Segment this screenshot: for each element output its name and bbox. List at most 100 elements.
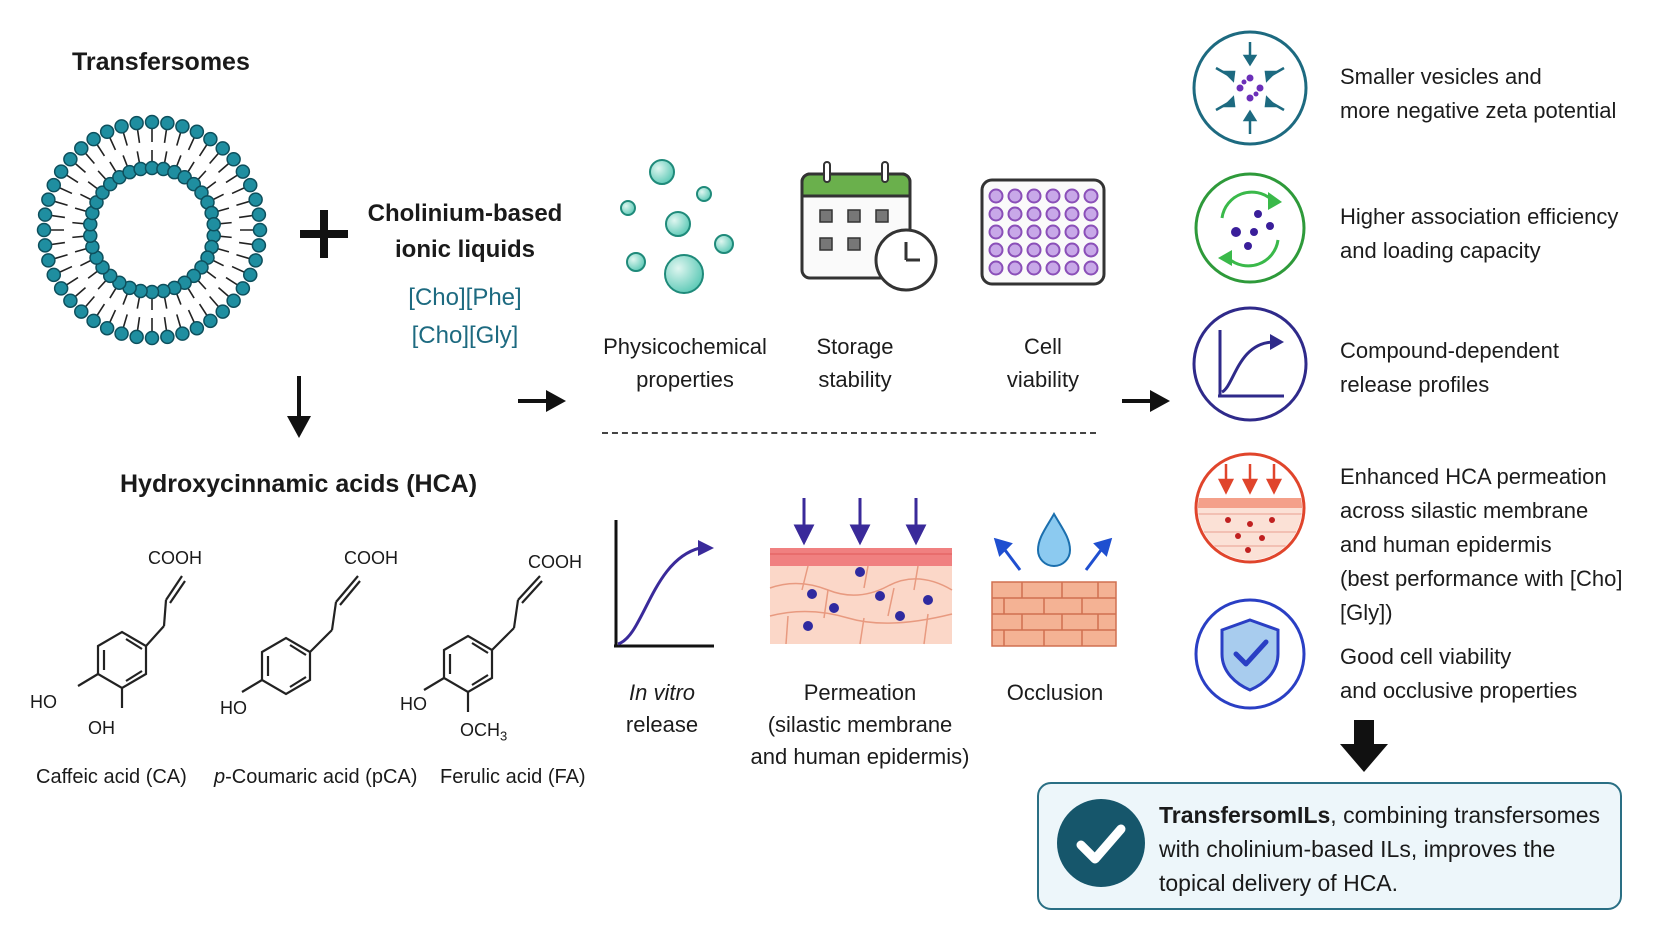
well (1064, 224, 1080, 240)
permeation-label-line3: and human epidermis) (750, 744, 970, 769)
outer-lipid-head (251, 238, 267, 253)
ca-oh-label: OH (88, 718, 115, 738)
fa-cooh-label: COOH (528, 552, 582, 572)
outer-lipid-head (235, 281, 251, 296)
cell-viability-label-line1: Cell (1024, 334, 1062, 359)
result-3-line2: release profiles (1340, 372, 1490, 397)
outer-lipid-head (99, 320, 115, 336)
occlusion-label: Occlusion (1006, 680, 1104, 705)
storage-label-line1: Storage (816, 334, 894, 359)
outer-lipid-head (242, 267, 258, 283)
outer-lipid-head (203, 131, 218, 147)
well (1026, 224, 1042, 240)
outer-lipid-head (37, 238, 53, 253)
result-5-line1: Good cell viability (1340, 644, 1512, 669)
shield-check-icon (1194, 598, 1306, 710)
check-circle-icon (1057, 799, 1145, 887)
outer-lipid-head (144, 330, 160, 346)
caffeic-acid-structure (77, 575, 186, 708)
ionic-liquids-title-line2: ionic liquids (394, 236, 535, 263)
well (1007, 224, 1023, 240)
calendar-clock-icon (800, 161, 938, 292)
outer-lipid-head (63, 152, 78, 167)
outer-lipid-head (74, 304, 89, 319)
outer-lipid-head (203, 313, 218, 329)
result-4-line2: across silastic membrane (1340, 498, 1589, 523)
outer-lipid-head (215, 304, 230, 319)
outer-lipid-head (189, 320, 205, 336)
well (1045, 260, 1061, 276)
well (988, 188, 1004, 204)
well (1083, 206, 1099, 222)
outer-lipid-head (242, 177, 258, 193)
skin-permeation-icon (769, 498, 953, 645)
well (1083, 260, 1099, 276)
caffeic-acid-name: Caffeic acid (CA) (36, 766, 187, 788)
outer-lipid-head (215, 141, 230, 156)
outer-lipid-head (86, 131, 101, 147)
right-arrow-icon (518, 390, 566, 412)
outer-lipid-head (37, 207, 53, 222)
occlusion-icon (991, 511, 1117, 647)
ferulic-acid-name: Ferulic acid (FA) (440, 766, 586, 788)
outer-lipid-head (226, 152, 241, 167)
conclusion-box: TransfersomILs, combining transfersomes … (1037, 782, 1622, 910)
well (1007, 188, 1023, 204)
p-coumaric-italic-p: p (214, 766, 226, 788)
conclusion-line1: , combining transfersomes (1330, 802, 1601, 828)
ionic-liquid-cho-phe: [Cho][Phe] (408, 284, 522, 311)
well (1007, 206, 1023, 222)
outer-lipid-head (160, 115, 175, 131)
outer-lipid-head (248, 192, 263, 207)
conclusion-bold: TransfersomILs (1159, 802, 1331, 828)
well-plate-icon (980, 178, 1106, 286)
outer-lipid-head (41, 192, 56, 207)
result-2-line1: Higher association efficiency (1340, 204, 1619, 229)
big-down-arrow-icon (1340, 720, 1388, 772)
outer-lipid-head (114, 119, 129, 134)
in-vitro-label-line2: release (625, 712, 699, 737)
outer-lipid-head (36, 222, 52, 238)
result-3-line1: Compound-dependent (1340, 338, 1559, 363)
ca-cooh-label: COOH (148, 548, 202, 568)
outer-lipid-head (175, 119, 190, 134)
physicochemical-label-line1: Physicochemical (603, 334, 767, 359)
release-curve-icon (1192, 306, 1308, 422)
pca-cooh-label: COOH (344, 548, 398, 568)
inner-lipid-head (206, 217, 221, 232)
outer-lipid-head (251, 207, 267, 222)
result-4-line1: Enhanced HCA permeation (1340, 464, 1607, 489)
result-4-line3: and human epidermis (1340, 532, 1552, 557)
well (1064, 206, 1080, 222)
ferulic-acid-structure (423, 575, 543, 712)
fa-och-subscript: 3 (500, 728, 508, 744)
well (1026, 206, 1042, 222)
well (1007, 242, 1023, 258)
outer-lipid-head (53, 281, 69, 296)
outer-lipid-head (53, 164, 69, 179)
well (988, 242, 1004, 258)
well (1007, 260, 1023, 276)
outer-lipid-head (63, 293, 78, 308)
well (1064, 242, 1080, 258)
well (1045, 224, 1061, 240)
right-arrow-icon-2 (1122, 390, 1170, 412)
bubbles-icon (620, 159, 734, 294)
liposome-icon (36, 114, 268, 346)
well (1083, 188, 1099, 204)
well (1045, 206, 1061, 222)
in-vitro-label-line1: In vitro (628, 680, 696, 705)
plus-icon (300, 210, 348, 258)
outer-lipid-head (46, 267, 62, 283)
fa-och3-label: OCH3 (460, 720, 507, 744)
p-coumaric-acid-structure (241, 575, 361, 696)
well (1083, 242, 1099, 258)
ca-ho-label: HO (30, 692, 57, 712)
outer-lipid-head (46, 177, 62, 193)
physicochemical-label-line2: properties (636, 367, 734, 392)
well (1045, 242, 1061, 258)
down-arrow-icon (287, 376, 311, 438)
result-1-line1: Smaller vesicles and (1340, 64, 1542, 89)
fa-ho-label: HO (400, 694, 427, 714)
outer-lipid-head (175, 326, 190, 341)
